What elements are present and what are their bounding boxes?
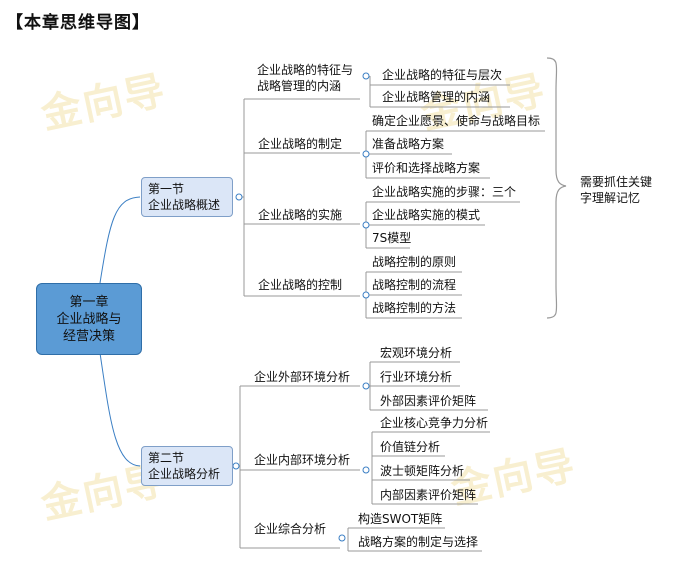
item-label: 企业核心竞争力分析 — [380, 416, 489, 430]
item-label: 波士顿矩阵分析 — [380, 464, 465, 478]
item-label: 企业战略管理的内涵 — [382, 90, 491, 104]
topic-label: 企业战略的制定 — [258, 137, 343, 151]
item-label: 战略控制的原则 — [372, 255, 457, 269]
item-label: 企业战略的特征与层次 — [382, 68, 503, 82]
root-line: 企业战略与 — [56, 311, 122, 327]
section-line: 企业战略分析 — [148, 467, 221, 481]
item-label: 7S模型 — [372, 231, 412, 245]
section-line: 第一节 — [148, 182, 185, 196]
item-label: 战略控制的流程 — [372, 278, 457, 292]
root-node: 第一章 企业战略与 经营决策 — [36, 283, 142, 355]
item-label: 构造SWOT矩阵 — [358, 512, 443, 526]
topic-label: 企业战略的实施 — [258, 208, 343, 222]
item-label: 战略控制的方法 — [372, 301, 457, 315]
item-label: 战略方案的制定与选择 — [358, 535, 479, 549]
item-label: 企业战略实施的模式 — [372, 208, 481, 222]
root-line: 第一章 — [69, 294, 109, 310]
topic-label: 企业战略的控制 — [258, 278, 343, 292]
item-label: 内部因素评价矩阵 — [380, 488, 477, 502]
item-label: 宏观环境分析 — [380, 346, 453, 360]
item-label: 评价和选择战略方案 — [372, 161, 481, 175]
item-label: 行业环境分析 — [380, 370, 453, 384]
topic-label: 企业综合分析 — [254, 522, 327, 536]
topic-label: 企业外部环境分析 — [254, 370, 351, 384]
section-line: 第二节 — [148, 451, 185, 465]
item-label: 企业战略实施的步骤：三个 — [372, 185, 517, 199]
section-node-1: 第一节 企业战略概述 — [141, 177, 233, 217]
root-line: 经营决策 — [62, 328, 115, 344]
item-label: 确定企业愿景、使命与战略目标 — [372, 114, 541, 128]
topic-label: 企业战略的特征与战略管理的内涵 — [257, 63, 354, 93]
note-text: 需要抓住关键字理解记忆 — [580, 175, 653, 205]
item-label: 价值链分析 — [380, 440, 441, 454]
item-label: 外部因素评价矩阵 — [380, 394, 477, 408]
topic-label: 企业内部环境分析 — [254, 453, 351, 467]
section-line: 企业战略概述 — [148, 198, 221, 212]
item-label: 准备战略方案 — [372, 137, 445, 151]
section-node-2: 第二节 企业战略分析 — [141, 446, 233, 486]
page-title: 【本章思维导图】 — [6, 13, 150, 33]
